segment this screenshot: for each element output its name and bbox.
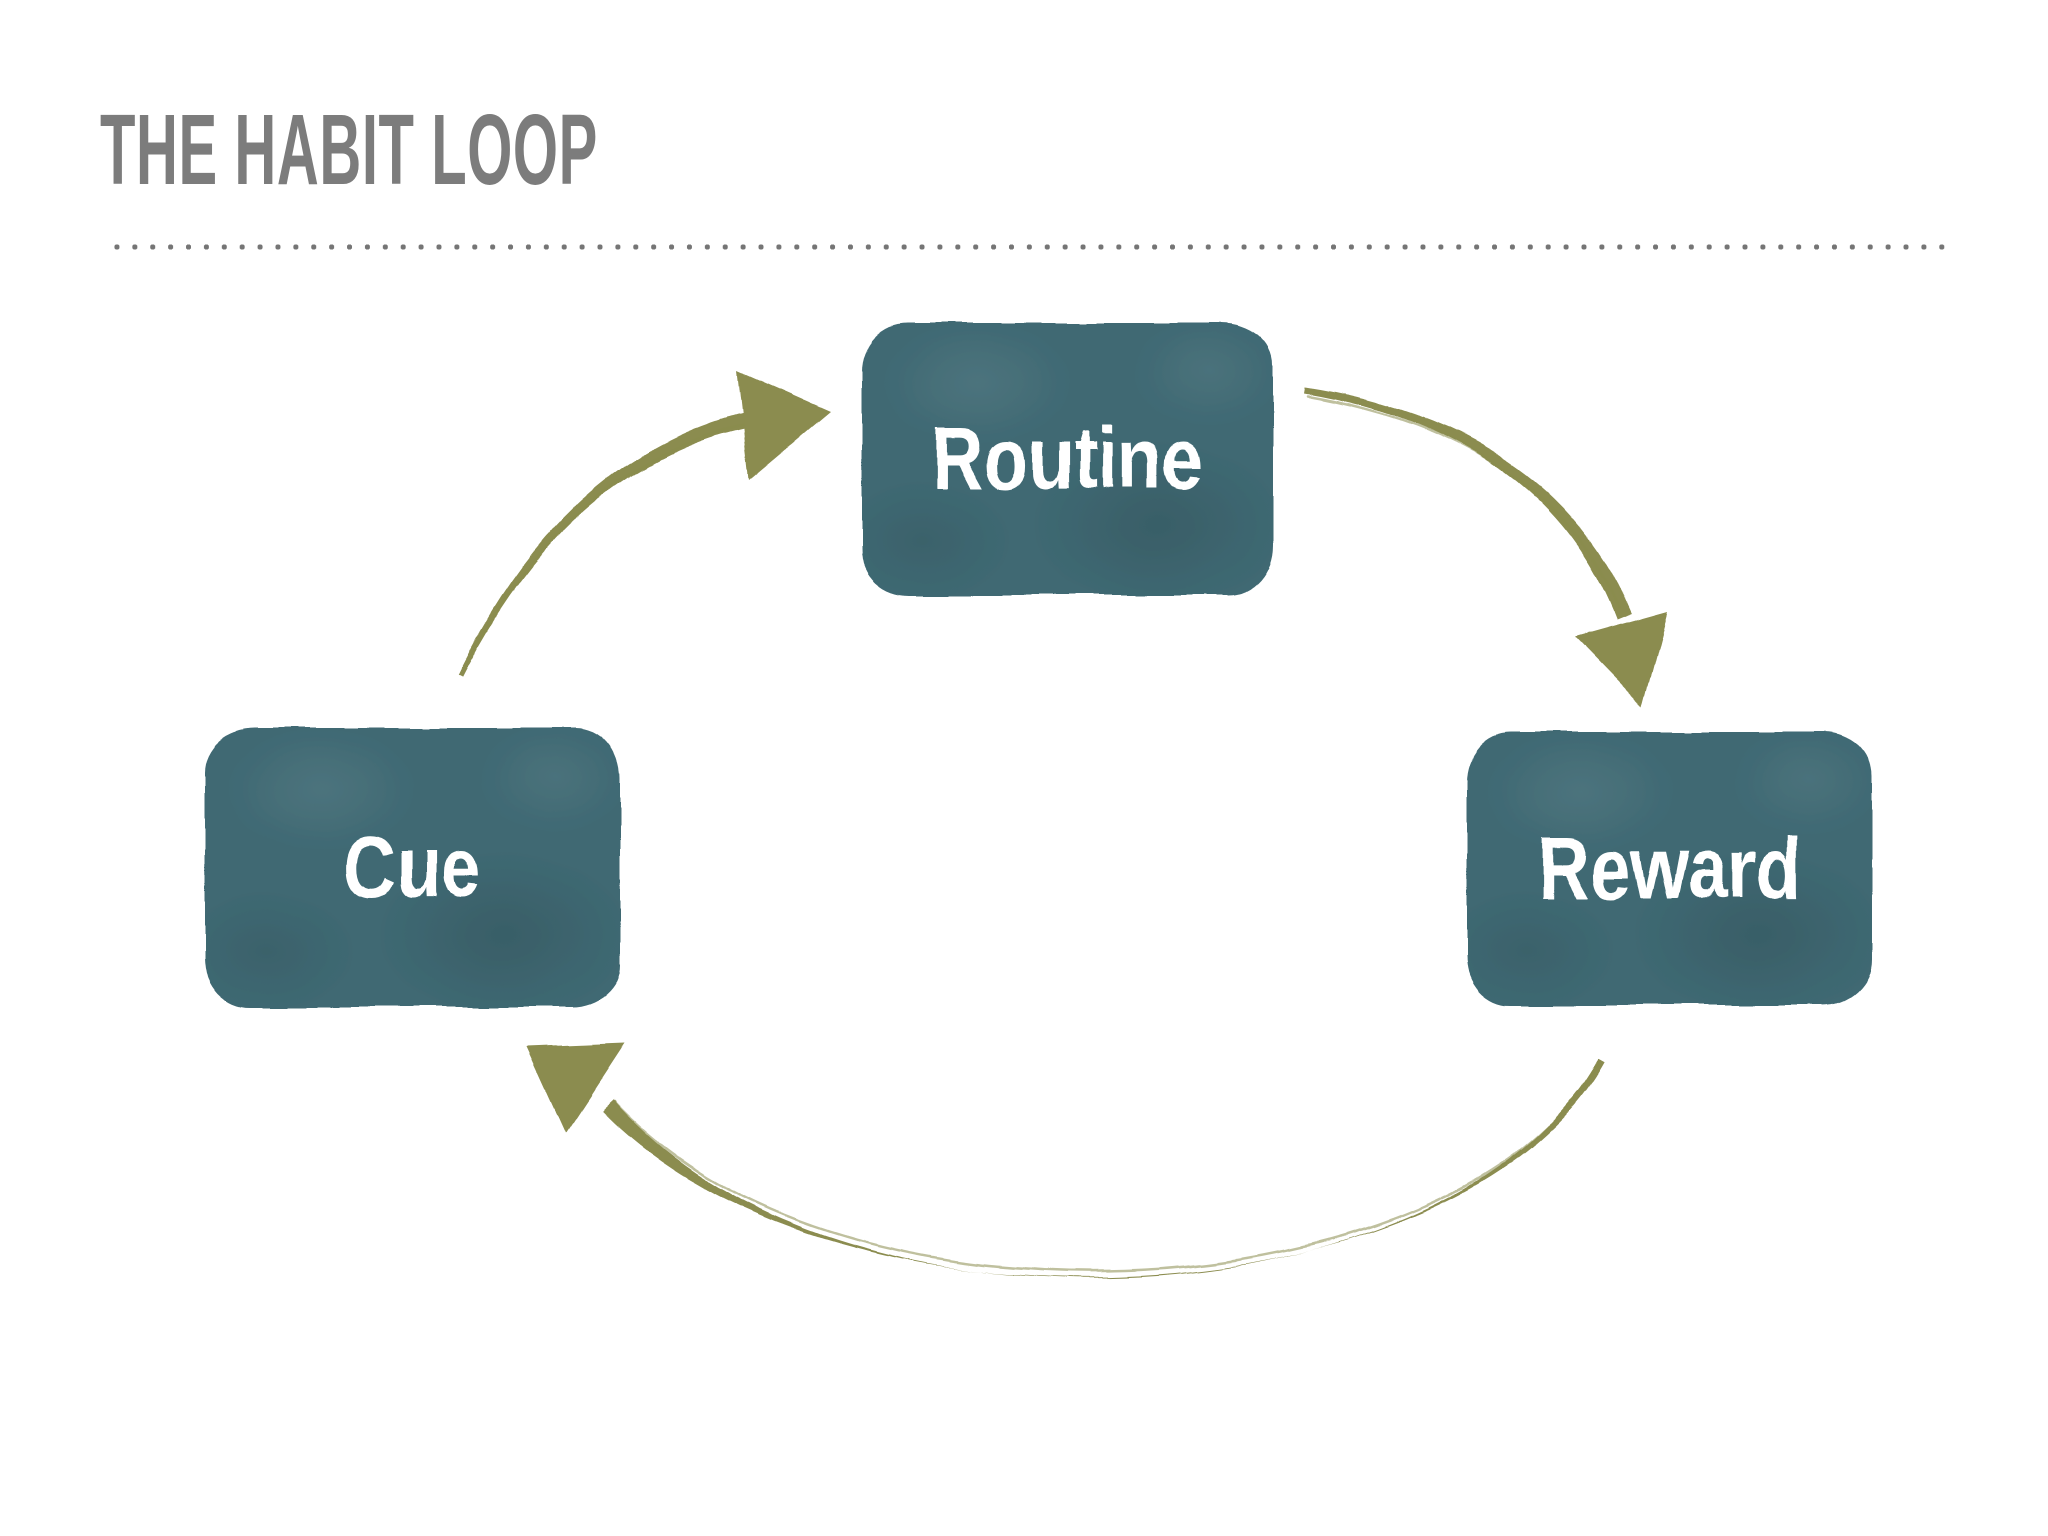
node-routine-label: Routine <box>931 411 1204 507</box>
node-cue-label: Cue <box>343 819 482 916</box>
dotted-divider <box>108 243 1948 251</box>
arrow-brush-streak <box>613 1064 1599 1272</box>
arrow-shaft <box>457 412 750 678</box>
arrow-shaft <box>602 1060 1605 1278</box>
arrowhead <box>1575 611 1668 707</box>
arrow-shaft <box>1304 387 1633 620</box>
arrow-brush-streak <box>1306 394 1622 610</box>
arrow-cue-to-routine <box>457 371 830 678</box>
node-routine: Routine <box>862 323 1273 595</box>
node-reward-label: Reward <box>1537 820 1802 917</box>
arrowhead <box>737 371 830 480</box>
node-reward: Reward <box>1467 732 1872 1005</box>
node-cue: Cue <box>205 728 620 1007</box>
arrow-reward-to-cue <box>527 1043 1605 1278</box>
arrow-brush-streak <box>462 423 746 671</box>
arrowhead <box>527 1043 625 1133</box>
slide-title: THE HABIT LOOP <box>100 94 598 206</box>
arrow-routine-to-reward <box>1304 387 1668 707</box>
